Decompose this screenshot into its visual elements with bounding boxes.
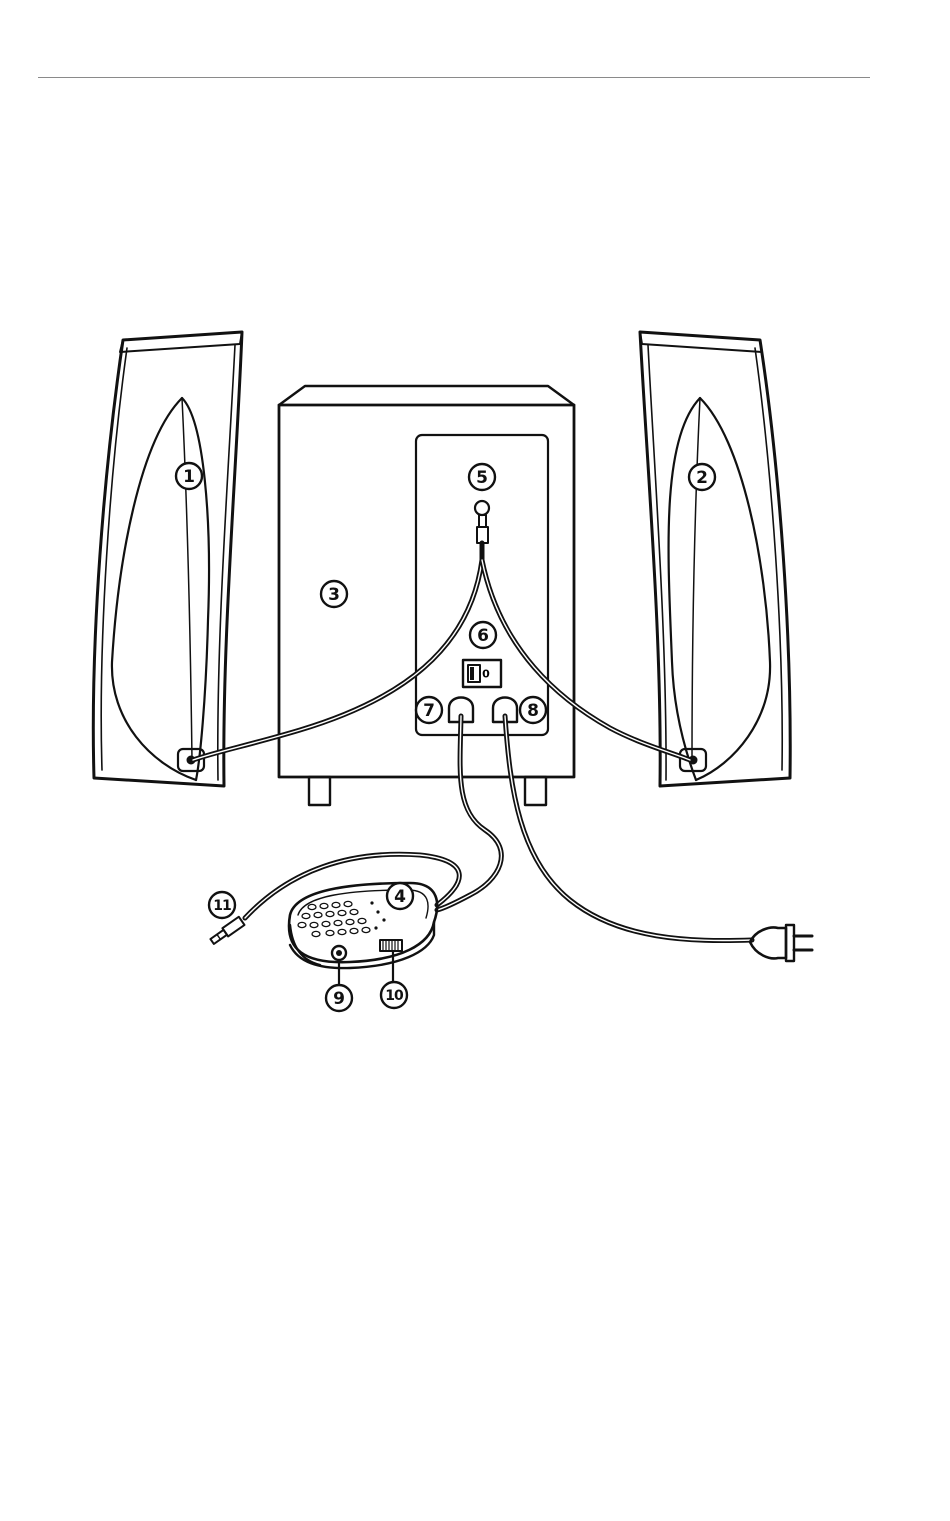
callout-9: 9 bbox=[326, 985, 352, 1011]
svg-text:11: 11 bbox=[213, 898, 231, 914]
svg-text:4: 4 bbox=[394, 887, 406, 907]
callout-7: 7 bbox=[416, 697, 442, 723]
svg-text:3: 3 bbox=[328, 585, 340, 605]
speaker-grille bbox=[298, 901, 370, 936]
volume-wheel-icon[interactable] bbox=[380, 940, 402, 951]
right-speaker bbox=[640, 332, 790, 786]
callout-10: 10 bbox=[381, 982, 407, 1008]
callout-8: 8 bbox=[520, 697, 546, 723]
callout-2: 2 bbox=[689, 464, 715, 490]
control-pod bbox=[289, 883, 437, 968]
audio-plug bbox=[209, 917, 244, 946]
callout-6: 6 bbox=[470, 622, 496, 648]
callout-3: 3 bbox=[321, 581, 347, 607]
svg-text:8: 8 bbox=[527, 701, 539, 721]
callout-5: 5 bbox=[469, 464, 495, 490]
svg-text:10: 10 bbox=[385, 988, 404, 1004]
svg-text:6: 6 bbox=[477, 626, 489, 646]
svg-text:2: 2 bbox=[696, 468, 708, 488]
callout-11: 11 bbox=[209, 892, 235, 918]
svg-text:7: 7 bbox=[423, 701, 435, 721]
svg-text:9: 9 bbox=[333, 989, 345, 1009]
svg-text:1: 1 bbox=[183, 467, 195, 487]
callout-1: 1 bbox=[176, 463, 202, 489]
left-speaker bbox=[93, 332, 242, 786]
callout-4: 4 bbox=[387, 883, 413, 909]
power-switch-symbol: 0 bbox=[482, 668, 490, 681]
power-plug bbox=[750, 925, 812, 961]
svg-text:5: 5 bbox=[476, 468, 488, 488]
